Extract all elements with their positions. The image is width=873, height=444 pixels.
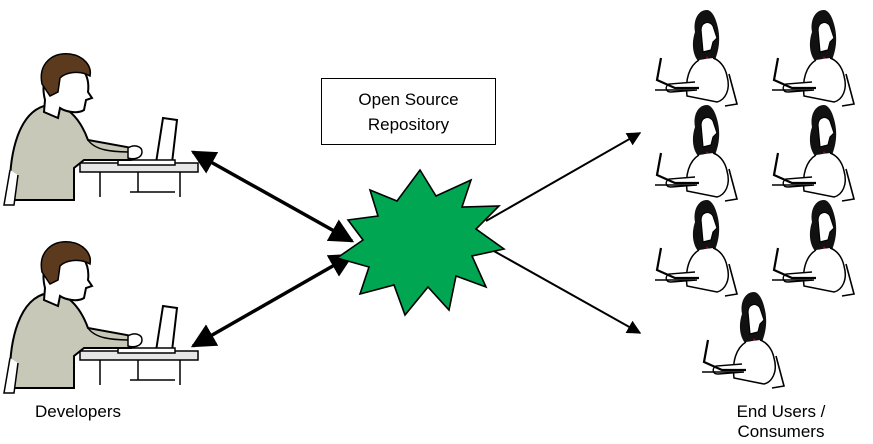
arrow-repository-users-upper — [485, 132, 642, 222]
end-users-caption: End Users / Consumers — [736, 402, 826, 441]
end-user-figure-6 — [770, 198, 856, 298]
repository-label-box: Open Source Repository — [321, 78, 496, 145]
end-user-figure-7 — [700, 290, 786, 390]
end-user-figure-2 — [770, 8, 856, 108]
end-user-figure-1 — [653, 8, 739, 108]
developer-figure-1 — [3, 52, 199, 206]
repository-label: Open Source Repository — [358, 89, 459, 134]
developers-caption: Developers — [35, 402, 121, 421]
arrow-developer-1-repository — [190, 150, 355, 243]
arrow-repository-users-lower — [475, 240, 642, 334]
end-user-figure-4 — [770, 103, 856, 203]
end-user-figure-5 — [653, 198, 739, 298]
end-user-figure-3 — [653, 103, 739, 203]
repository-starburst-icon — [335, 168, 506, 317]
developer-figure-2 — [3, 240, 199, 394]
arrow-developer-2-repository — [190, 253, 355, 348]
